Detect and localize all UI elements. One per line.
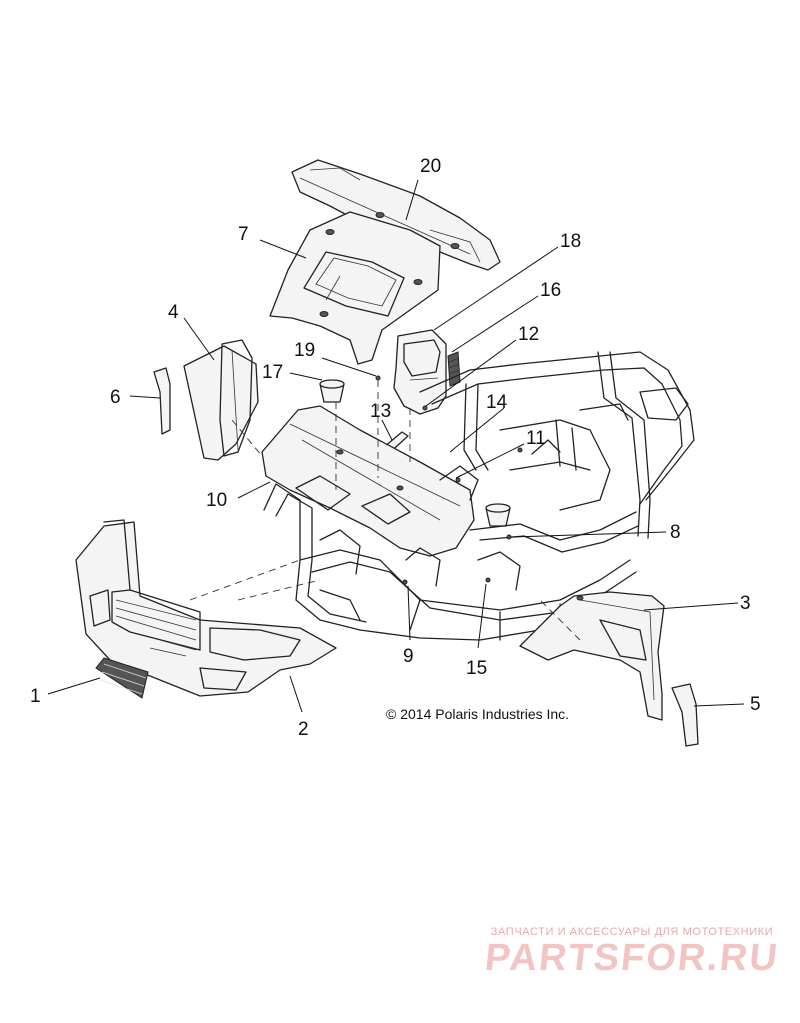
part-3-front-fender: [519, 591, 665, 721]
part-18-vent-bezel: [393, 329, 447, 415]
callout-1: 1: [30, 686, 41, 707]
callout-11: 11: [526, 428, 546, 449]
part-4-side-panel: [183, 339, 259, 461]
callout-3: 3: [740, 593, 751, 614]
callout-labels: 1 2 3 4 5 6 7 8 9 10 11 12 13 14 15 16 1…: [30, 156, 761, 740]
part-19-screw: [375, 375, 381, 381]
part-16-vent-grille: [447, 351, 461, 387]
watermark-logo: PARTSFOR.RU: [482, 937, 782, 979]
watermark-tagline: ЗАПЧАСТИ И АКСЕССУАРЫ ДЛЯ МОТОТЕХНИКИ: [490, 926, 774, 938]
callout-4: 4: [168, 302, 179, 323]
part-12-clip: [422, 405, 428, 411]
part-10-dash-carrier: [261, 405, 475, 557]
leader-lines: [47, 179, 745, 713]
callout-2: 2: [298, 719, 309, 740]
part-20-dash-top-panel: [291, 159, 501, 271]
callout-15: 15: [466, 658, 487, 679]
callout-10: 10: [206, 490, 227, 511]
assembly-lines: [189, 380, 581, 641]
callout-18: 18: [560, 231, 581, 252]
part-8-cup-holder: [485, 503, 511, 527]
part-7-dash-cover: [269, 211, 441, 365]
callout-20: 20: [420, 156, 441, 177]
part-2-front-fascia: [75, 519, 337, 697]
callout-14: 14: [486, 392, 508, 413]
part-1-lower-grille: [95, 657, 149, 699]
callout-19: 19: [294, 340, 315, 361]
part-6-side-trim: [153, 367, 171, 435]
callout-12: 12: [518, 324, 539, 345]
callout-7: 7: [238, 224, 249, 245]
callout-8: 8: [670, 522, 681, 543]
callout-16: 16: [540, 280, 561, 301]
callout-6: 6: [110, 387, 121, 408]
copyright-notice: © 2014 Polaris Industries Inc.: [386, 706, 569, 722]
watermark: ЗАПЧАСТИ И АКСЕССУАРЫ ДЛЯ МОТОТЕХНИКИ PA…: [482, 926, 782, 979]
callout-17: 17: [262, 362, 283, 383]
callout-13: 13: [370, 401, 391, 422]
part-5-fender-trim: [671, 683, 699, 747]
callout-5: 5: [750, 694, 761, 715]
callout-9: 9: [403, 646, 414, 667]
part-17-cup-holder: [319, 379, 345, 403]
